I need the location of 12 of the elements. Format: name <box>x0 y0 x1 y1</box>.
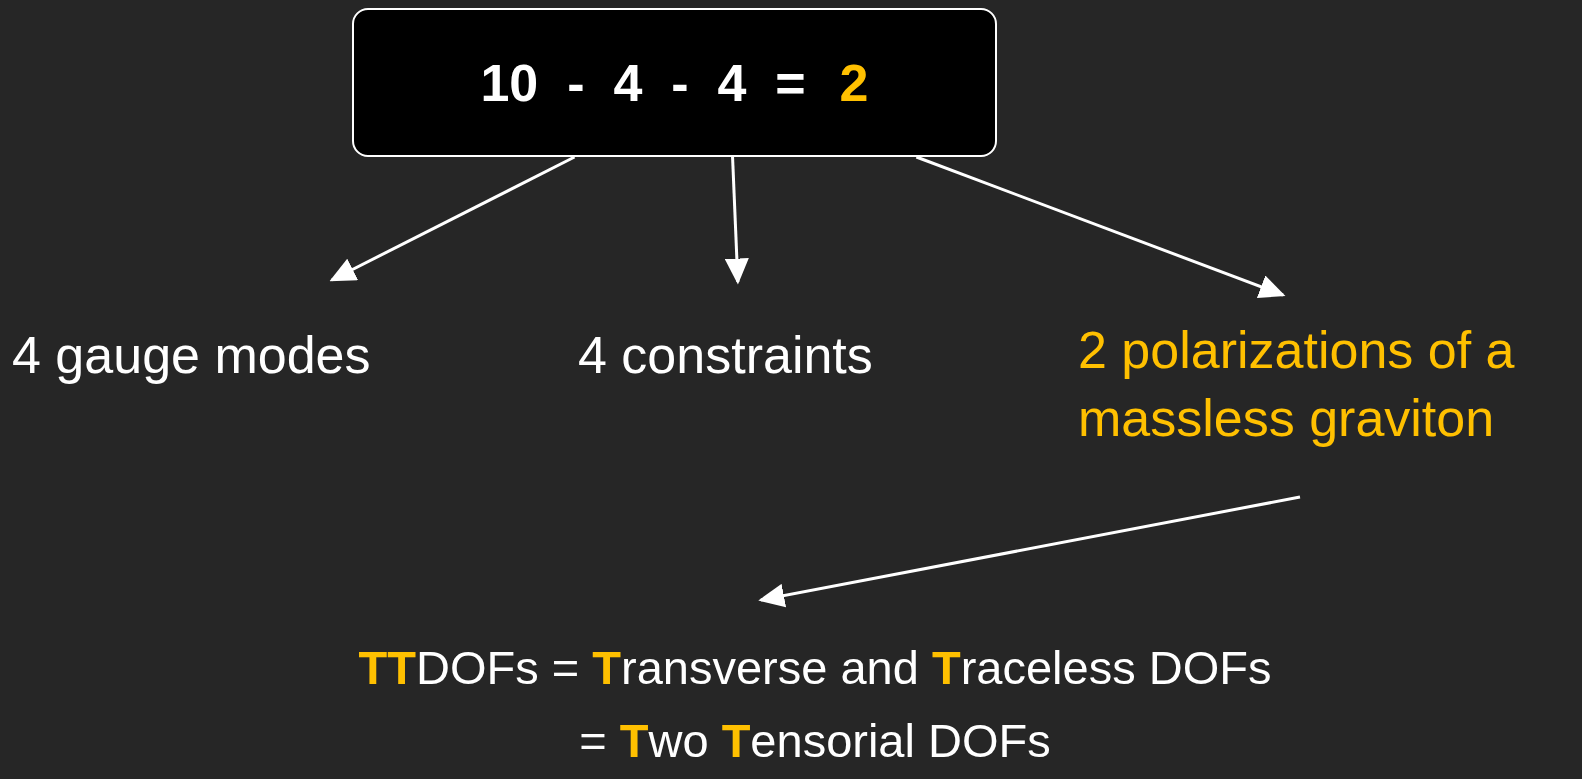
arrow <box>915 155 1286 299</box>
equation-box <box>352 8 997 157</box>
definition-text: = Two Tensorial DOFs <box>579 712 1051 769</box>
label-text: 4 gauge modes <box>12 325 372 386</box>
label-text: 2 polarizations of a massless graviton <box>1078 320 1516 449</box>
definition-text: TTDOFs = Transverse and Traceless DOFs <box>358 640 1272 696</box>
arrow <box>724 156 749 285</box>
label-text: 4 constraints <box>578 325 874 386</box>
equation-text: 10 - 4 - 4 = <box>480 52 806 113</box>
arrow <box>329 155 576 282</box>
arrow <box>758 495 1301 608</box>
equation-text: 2 <box>839 52 869 113</box>
